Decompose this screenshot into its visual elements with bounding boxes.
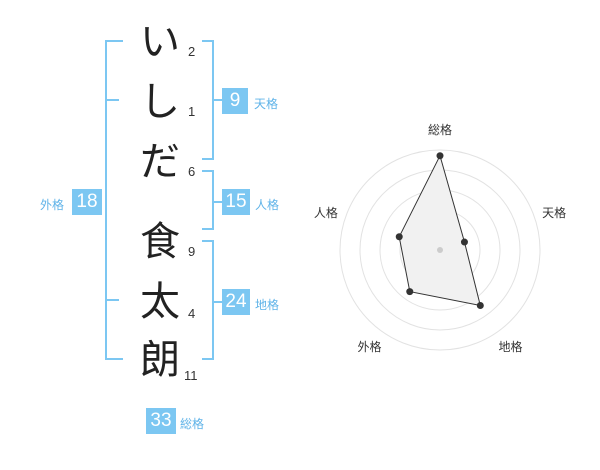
stroke-count-2: 1 (188, 104, 196, 119)
gaikaku-value-badge: 18 (72, 189, 102, 215)
chikaku-bracket-top (202, 240, 214, 242)
radar-point-2 (460, 238, 468, 246)
name-char-2: し (140, 79, 180, 125)
jinkaku-bracket-mid (212, 201, 222, 203)
tenkaku-bracket-top (202, 40, 214, 42)
radar-point-4 (406, 288, 414, 296)
jinkaku-bracket-bottom (202, 228, 214, 230)
gaikaku-bracket-bottom (105, 358, 123, 360)
chikaku-bracket-mid (212, 301, 222, 303)
radar-axis-label-3: 地格 (499, 339, 523, 354)
gaikaku-bracket-tick-1 (105, 99, 119, 101)
radar-center-dot (437, 247, 443, 253)
tenkaku-bracket-mid (212, 99, 222, 101)
stroke-count-3: 6 (188, 164, 196, 179)
tenkaku-label: 天格 (254, 97, 279, 111)
radar-axis-label-4: 外格 (357, 339, 381, 354)
name-char-1: い (140, 19, 180, 65)
jinkaku-bracket-top (202, 170, 214, 172)
tenkaku-bracket-bottom (202, 158, 214, 160)
radar-data-polygon (398, 154, 481, 307)
stroke-count-1: 2 (188, 44, 196, 59)
stroke-count-5: 4 (188, 306, 196, 321)
stroke-count-6: 11 (184, 368, 198, 383)
chikaku-bracket-vertical (212, 240, 214, 360)
gaikaku-bracket-top (105, 40, 123, 42)
radar-axis-label-5: 人格 (314, 205, 338, 220)
soukaku-label: 総格 (180, 417, 205, 431)
chikaku-value-badge: 24 (222, 289, 250, 315)
tenkaku-value-badge: 9 (222, 88, 248, 114)
radar-axis-label-2: 天格 (542, 205, 566, 220)
name-char-4: 食 (140, 219, 180, 265)
name-char-3: だ (140, 139, 180, 185)
gaikaku-bracket-tick-2 (105, 299, 119, 301)
jinkaku-label: 人格 (255, 198, 280, 212)
radar-point-1 (436, 152, 444, 160)
chikaku-bracket-bottom (202, 358, 214, 360)
name-char-5: 太 (140, 279, 180, 325)
jinkaku-bracket-vertical (212, 170, 214, 230)
soukaku-value-badge: 33 (146, 408, 176, 434)
chikaku-label: 地格 (255, 298, 280, 312)
stroke-count-4: 9 (188, 244, 196, 259)
radar-ring-5 (339, 149, 541, 351)
gaikaku-bracket-vertical (105, 40, 107, 360)
gaikaku-label: 外格 (40, 198, 65, 212)
radar-axis-label-1: 総格 (428, 122, 452, 137)
radar-point-3 (476, 301, 484, 309)
name-char-6: 朗 (140, 337, 180, 383)
radar-point-5 (395, 233, 403, 241)
jinkaku-value-badge: 15 (222, 189, 250, 215)
